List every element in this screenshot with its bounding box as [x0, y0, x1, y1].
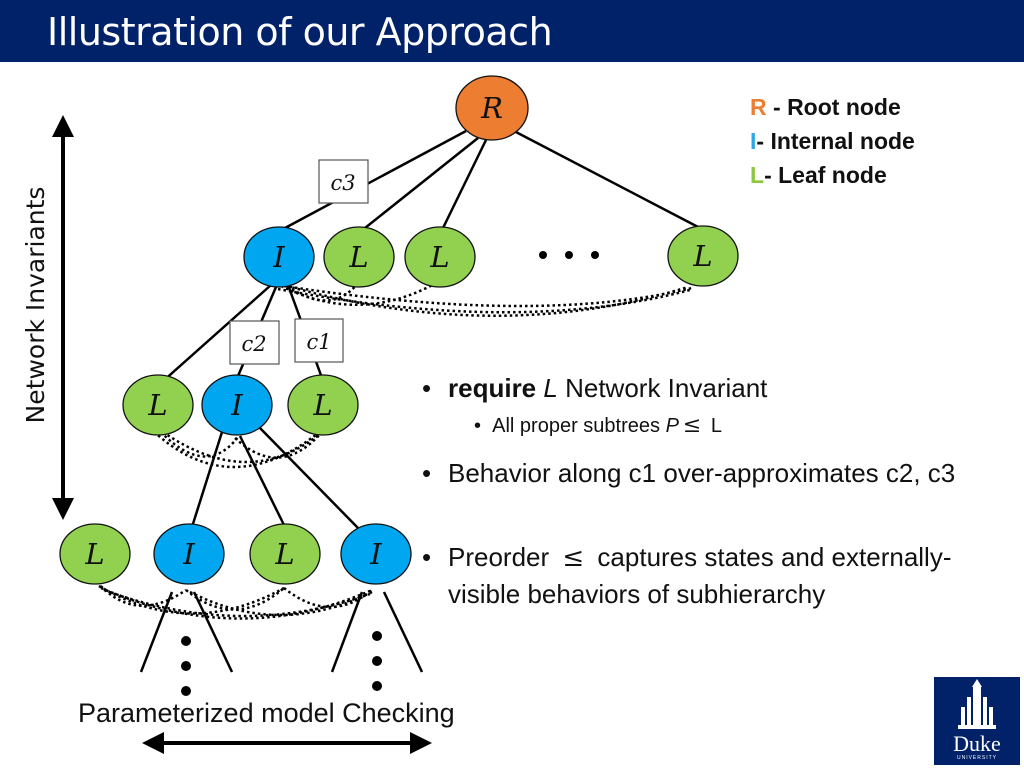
logo-wordmark: Duke [953, 731, 1001, 756]
parameterized-label: Parameterized model Checking [78, 698, 455, 728]
node-label: L [274, 537, 294, 571]
svg-text:c2: c2 [241, 332, 266, 356]
node-label: L [312, 388, 332, 422]
dotted-relations [96, 281, 693, 620]
continuation-dots [181, 251, 599, 696]
legend: R - Root node I- Internal node L- Leaf n… [750, 90, 915, 192]
svg-text:c1: c1 [306, 330, 331, 354]
legend-root: R - Root node [750, 94, 901, 120]
svg-text:c3: c3 [330, 171, 355, 195]
legend-internal: I- Internal node [750, 128, 915, 154]
arrow-head-up [52, 115, 74, 137]
node-leaf: L [287, 374, 359, 436]
node-label: L [348, 240, 368, 274]
arrow-head-right [410, 732, 432, 754]
node-label: L [84, 537, 104, 571]
tree-nodes: R I L L L L I L L I L I [59, 75, 739, 585]
duke-logo: Duke UNIVERSITY [934, 677, 1020, 765]
node-internal: I [243, 226, 315, 288]
node-label: I [272, 240, 285, 274]
arrow-head-down [52, 498, 74, 520]
network-invariants-label: Network Invariants [21, 187, 50, 424]
node-label: R [480, 91, 503, 125]
node-leaf: L [404, 226, 476, 288]
node-leaf: L [59, 523, 131, 585]
node-root: R [455, 75, 529, 141]
sub-bullet-subtrees: • All proper subtrees P≤ L [474, 413, 723, 438]
node-label: I [182, 537, 195, 571]
node-leaf: L [122, 374, 194, 436]
arrow-head-left [142, 732, 164, 754]
node-leaf: L [249, 523, 321, 585]
node-label: L [692, 239, 712, 273]
logo-subtext: UNIVERSITY [956, 755, 997, 761]
node-leaf: L [667, 225, 739, 287]
legend-leaf: L- Leaf node [750, 162, 887, 188]
node-label: L [429, 240, 449, 274]
chapel-icon [958, 679, 996, 729]
node-internal: I [340, 523, 412, 585]
edge-label-c1: c1 [294, 318, 344, 363]
node-label: I [369, 537, 382, 571]
node-internal: I [153, 523, 225, 585]
node-leaf: L [323, 226, 395, 288]
title-bar: Illustration of our Approach [0, 0, 1024, 62]
edge-label-c2: c2 [229, 320, 280, 365]
node-internal: I [201, 374, 273, 436]
node-label: L [147, 388, 167, 422]
edge-label-c3: c3 [318, 159, 369, 204]
node-label: I [230, 388, 243, 422]
slide-title: Illustration of our Approach [47, 10, 553, 54]
